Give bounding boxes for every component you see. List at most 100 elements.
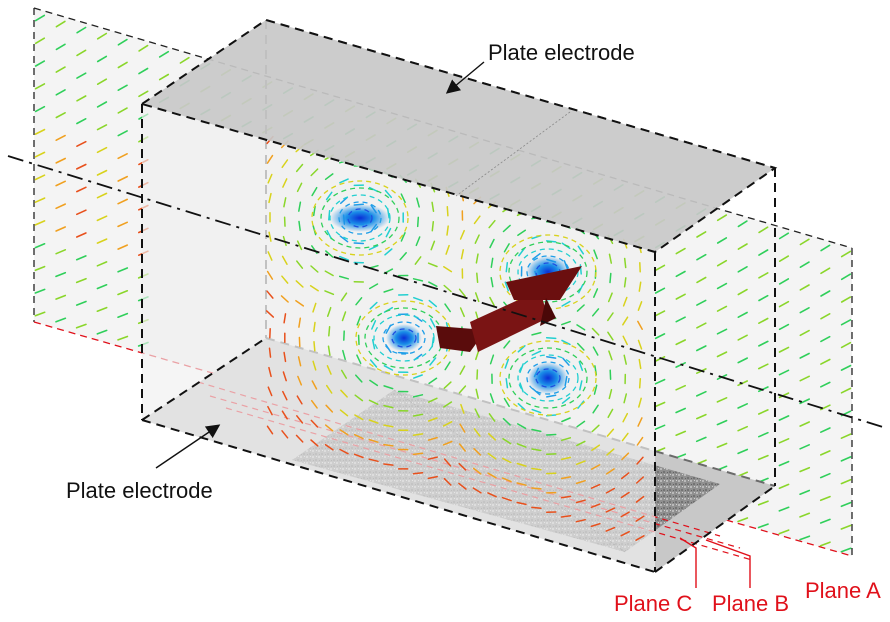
field-vector	[840, 456, 852, 462]
field-vector	[460, 249, 465, 260]
field-vector	[356, 354, 362, 365]
field-vector	[310, 419, 319, 428]
vortex-ring	[517, 354, 579, 402]
field-vector	[474, 408, 480, 418]
field-vector	[295, 163, 304, 173]
field-vector	[799, 489, 811, 496]
field-vector	[757, 363, 769, 370]
field-vector	[758, 272, 769, 279]
vortex-ring	[499, 340, 597, 416]
field-vector	[75, 300, 87, 306]
field-vector	[117, 289, 129, 296]
field-vector	[546, 394, 557, 398]
field-vector	[158, 50, 170, 58]
field-vector	[117, 38, 128, 46]
plane-c-label: Plane C	[614, 591, 692, 616]
field-vector	[799, 329, 810, 337]
field-vector	[281, 430, 289, 439]
vortex-ring	[391, 328, 417, 348]
field-vector	[267, 251, 273, 261]
field-vector	[476, 272, 479, 284]
field-vector	[368, 186, 379, 193]
field-vector	[654, 355, 666, 362]
field-vector	[503, 397, 510, 408]
field-vector	[654, 310, 666, 317]
field-vector	[429, 318, 436, 328]
field-vector	[443, 381, 452, 389]
field-vector	[531, 448, 542, 452]
field-vector	[268, 231, 272, 242]
field-vector	[34, 265, 46, 272]
field-vector	[117, 175, 128, 182]
field-vector	[339, 235, 349, 243]
field-vector	[296, 240, 303, 251]
field-vector	[696, 253, 707, 261]
field-vector	[545, 336, 557, 340]
field-vector	[820, 358, 831, 365]
field-vector	[531, 428, 542, 433]
field-vector	[34, 128, 46, 135]
field-vector	[590, 464, 601, 470]
field-vector	[296, 182, 303, 193]
field-vector	[675, 407, 687, 414]
field-vector	[339, 178, 349, 184]
field-vector	[442, 440, 453, 446]
vortex-ring	[329, 194, 391, 242]
field-vector	[716, 351, 728, 358]
field-vector	[654, 333, 666, 340]
field-vector	[76, 163, 87, 170]
field-vector	[267, 405, 273, 416]
field-vector	[531, 331, 542, 336]
field-vector	[268, 347, 272, 358]
field-vector	[576, 440, 586, 447]
field-vector	[96, 261, 108, 267]
field-vector	[576, 304, 585, 312]
field-vector	[620, 511, 630, 518]
field-vector	[384, 189, 393, 199]
field-vector	[76, 209, 87, 216]
field-vector	[76, 72, 87, 79]
field-vector	[545, 240, 557, 243]
field-vector	[443, 401, 453, 408]
field-vector	[819, 427, 831, 434]
field-vector	[819, 495, 831, 502]
field-vector	[578, 361, 584, 372]
field-vector	[342, 349, 346, 361]
field-vector	[716, 396, 728, 403]
field-vector	[757, 523, 769, 529]
field-vector	[622, 412, 629, 423]
field-vector	[758, 249, 769, 256]
field-vector	[282, 390, 288, 401]
field-vector	[737, 220, 748, 228]
field-vector	[592, 346, 599, 356]
field-vector	[283, 313, 287, 324]
field-vector	[458, 462, 467, 471]
field-vector	[636, 456, 644, 465]
field-vector	[431, 336, 435, 348]
field-vector	[34, 105, 46, 113]
field-vector	[502, 224, 511, 233]
field-vector	[298, 317, 302, 328]
field-vector	[474, 292, 480, 303]
field-vector	[607, 408, 614, 419]
field-vector	[312, 360, 317, 371]
field-vector	[96, 146, 108, 154]
field-vector	[575, 499, 586, 504]
field-vector	[96, 101, 108, 108]
field-vector	[473, 428, 481, 437]
field-vector	[266, 270, 274, 280]
field-vector	[516, 501, 527, 506]
field-vector	[459, 365, 466, 375]
field-vector	[368, 283, 379, 290]
field-vector	[55, 317, 67, 323]
field-vector	[353, 433, 364, 440]
field-vector	[579, 380, 583, 391]
field-vector	[560, 437, 572, 442]
field-vector	[326, 365, 332, 375]
field-vector	[311, 186, 318, 197]
field-vector	[799, 238, 810, 246]
field-vector	[268, 192, 272, 204]
field-vector	[840, 433, 852, 440]
arrow-icon	[445, 61, 485, 94]
field-vector	[340, 369, 348, 379]
